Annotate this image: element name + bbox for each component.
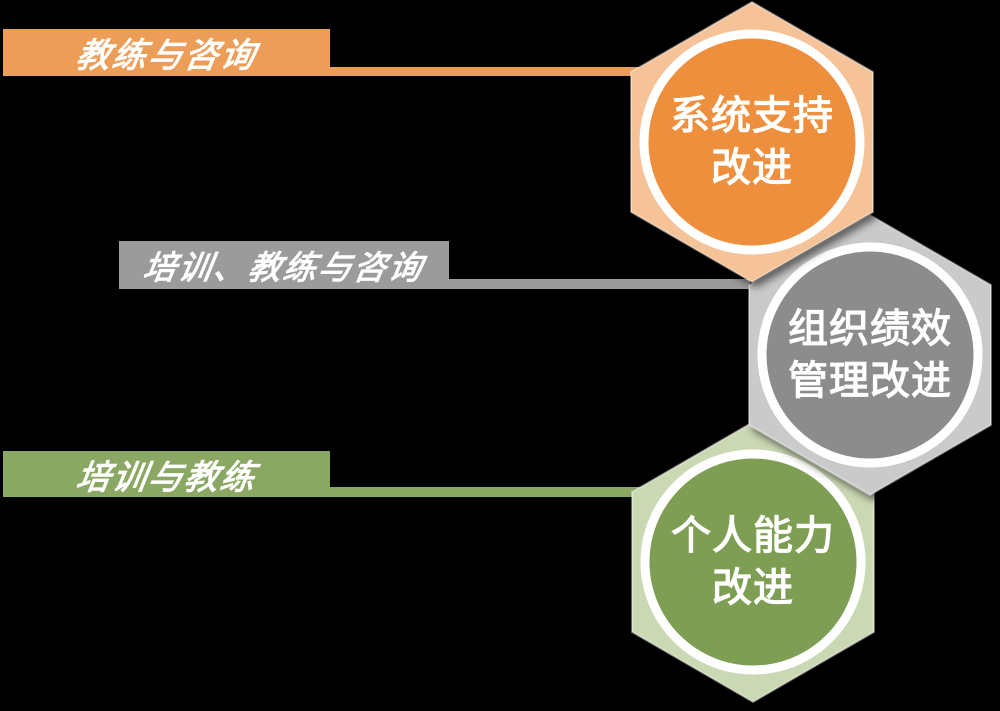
- hexagon-organizational-performance: 组织绩效 管理改进: [748, 213, 992, 497]
- banner-label: 培训、教练与咨询: [140, 249, 427, 286]
- circle-label-line2: 改进: [712, 566, 794, 610]
- connector-bar: [330, 487, 648, 497]
- circle-badge: [639, 29, 865, 255]
- banner-strip: 培训、教练与咨询: [119, 241, 449, 289]
- circle-label-line2: 管理改进: [788, 359, 952, 403]
- hexagon-system-support: 系统支持 改进: [630, 0, 874, 284]
- banner-strip: 教练与咨询: [3, 29, 330, 76]
- banner-training-coaching-consulting: 培训、教练与咨询: [119, 241, 750, 289]
- banner-label: 教练与咨询: [72, 37, 259, 75]
- circle-label-line2: 改进: [711, 146, 793, 190]
- banner-strip: 培训与教练: [3, 451, 330, 497]
- banner-coaching-consulting: 教练与咨询: [3, 29, 648, 76]
- circle-badge: [757, 242, 983, 468]
- circle-label-line1: 组织绩效: [788, 307, 952, 351]
- connector-bar: [449, 279, 750, 289]
- circle-label-line1: 系统支持: [670, 94, 834, 138]
- connector-bar: [330, 67, 648, 76]
- circle-label-line1: 个人能力: [671, 514, 835, 558]
- circle-badge: [640, 449, 866, 675]
- banner-label: 培训与教练: [72, 458, 259, 497]
- banner-training-coaching: 培训与教练: [3, 451, 648, 497]
